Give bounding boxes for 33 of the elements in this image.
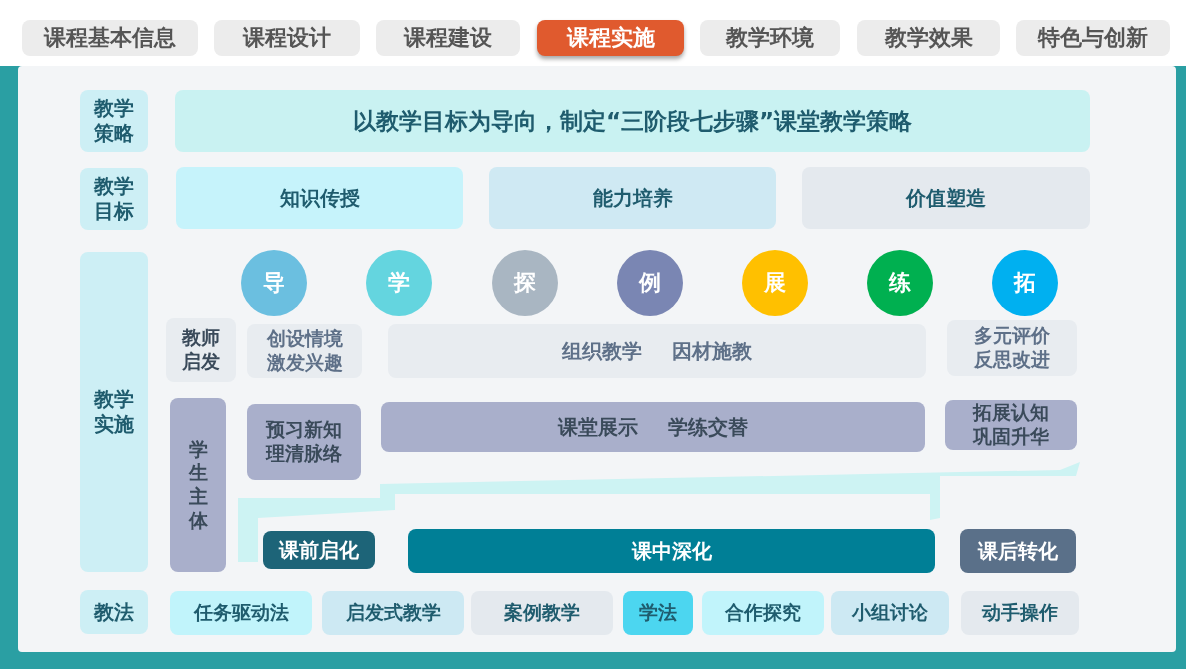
stage-box: 课后转化 [960,529,1076,573]
tab: 课程基本信息 [22,20,198,56]
method-box: 小组讨论 [831,591,949,635]
row-label: 教学实施 [80,252,148,572]
goal-box: 价值塑造 [802,167,1090,229]
method-box: 动手操作 [961,591,1079,635]
tab: 特色与创新 [1016,20,1170,56]
activity-box: 组织教学 因材施教 [388,324,926,378]
row-label: 教学策略 [80,90,148,152]
method-box: 学法 [623,591,693,635]
method-box: 任务驱动法 [170,591,312,635]
role-label: 教师启发 [166,318,236,382]
method-box: 启发式教学 [322,591,464,635]
activity-box: 预习新知理清脉络 [247,404,361,480]
tab: 课程实施 [537,20,684,56]
activity-box: 创设情境激发兴趣 [247,324,362,378]
activity-box: 拓展认知巩固升华 [945,400,1077,450]
goal-box: 知识传授 [176,167,463,229]
stage-box: 课前启化 [263,531,375,569]
activity-box: 多元评价反思改进 [947,320,1077,376]
row-label: 教法 [80,590,148,634]
activity-box: 课堂展示 学练交替 [381,402,925,452]
strategy-banner: 以教学目标为导向，制定“三阶段七步骤”课堂教学策略 [175,90,1090,152]
stage-box: 课中深化 [408,529,935,573]
method-box: 合作探究 [702,591,824,635]
row-label: 教学目标 [80,168,148,230]
tab: 课程建设 [376,20,520,56]
tab: 课程设计 [214,20,360,56]
tab: 教学环境 [700,20,840,56]
tab: 教学效果 [857,20,1000,56]
role-label: 学生主体 [170,398,226,572]
method-box: 案例教学 [471,591,613,635]
goal-box: 能力培养 [489,167,776,229]
